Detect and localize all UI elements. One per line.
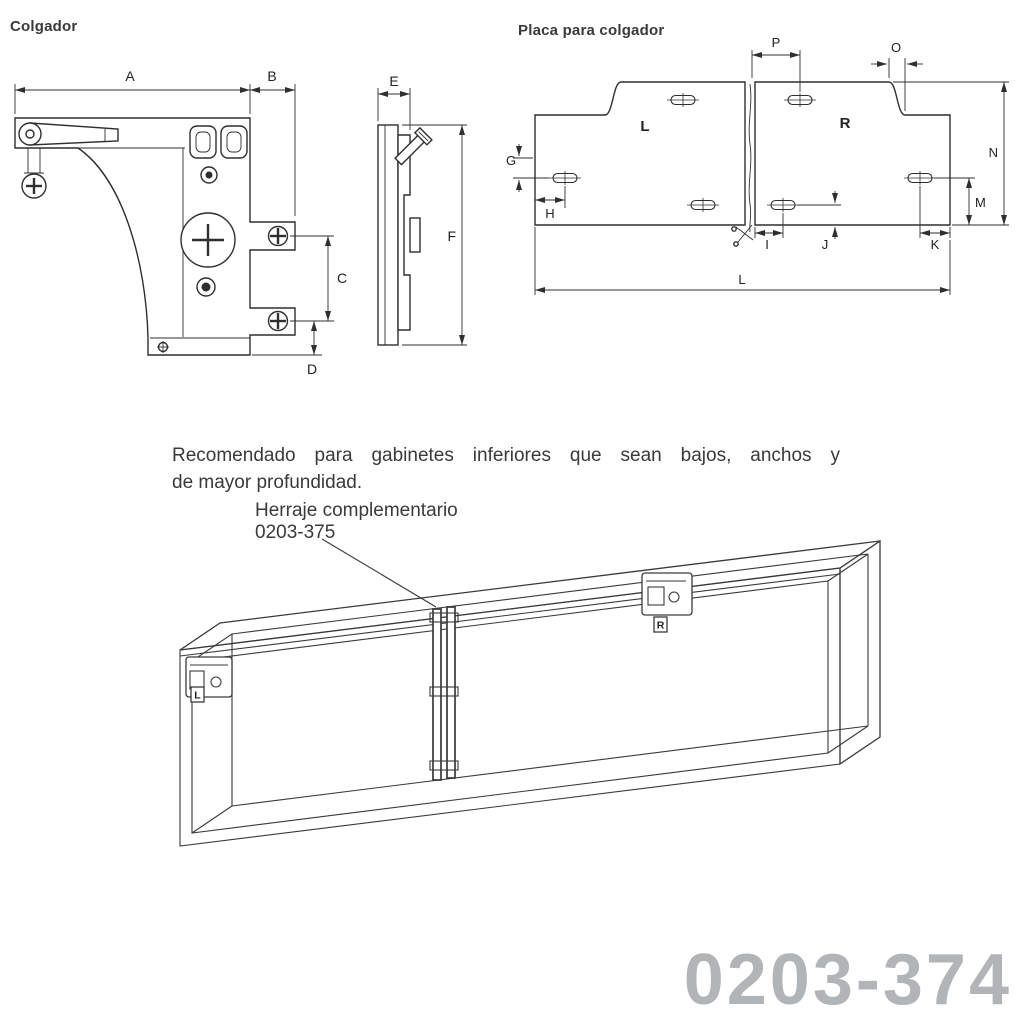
- dimension-a-b: A B: [14, 68, 296, 216]
- dim-label-b: B: [267, 68, 276, 84]
- cabinet-right-marking: R: [657, 620, 665, 632]
- dimension-c-d: C D: [252, 235, 347, 377]
- plate-drawing: L R P O N M: [506, 35, 1009, 295]
- plate-title: Placa para colgador: [518, 22, 665, 39]
- callout-hardware-name: Herraje complementario: [255, 500, 458, 521]
- callout-leader-line: [321, 538, 437, 608]
- dim-label-e: E: [389, 73, 398, 89]
- dim-label-a: A: [125, 68, 135, 84]
- recommendation-text: Recomendado para gabinetes inferiores qu…: [172, 442, 840, 496]
- hanger-left-installed: L: [185, 656, 233, 703]
- side-profile: [377, 124, 433, 346]
- front-screw-icon: [21, 173, 47, 199]
- plate-left-marking: L: [640, 118, 649, 135]
- hanger-title: Colgador: [10, 18, 78, 35]
- cam-adjuster-icon: [180, 212, 236, 268]
- plate-left: L: [534, 81, 746, 226]
- hanger-side-view-drawing: E F: [377, 73, 467, 346]
- dim-label-j: J: [822, 237, 829, 252]
- recommendation-line-1: Recomendado para gabinetes inferiores qu…: [172, 445, 840, 466]
- dim-label-n: N: [989, 145, 998, 160]
- dim-label-c: C: [337, 270, 347, 286]
- part-number: 0203-374: [683, 940, 1012, 1020]
- dim-label-p: P: [772, 35, 781, 50]
- hanger-right-installed: R: [641, 572, 693, 633]
- dim-label-l: L: [738, 272, 745, 287]
- dim-label-g: G: [506, 153, 516, 168]
- plate-right: R: [754, 81, 951, 226]
- dim-label-o: O: [891, 40, 901, 55]
- dim-label-m: M: [975, 195, 986, 210]
- recommendation-line-2: de mayor profundidad.: [172, 472, 363, 493]
- diagonal-screw-icon: [394, 126, 433, 166]
- cabinet-isometric-drawing: L R: [179, 538, 881, 847]
- hanger-body: [14, 117, 296, 356]
- plate-dimensions: P O N M G H I J: [506, 35, 1009, 295]
- tab-screw-icon: [267, 225, 289, 332]
- callout-part-number: 0203-375: [255, 522, 336, 543]
- dim-label-d: D: [307, 361, 317, 377]
- dim-label-i: I: [765, 237, 769, 252]
- cabinet-box: [179, 539, 881, 847]
- cabinet-left-marking: L: [194, 690, 201, 702]
- dim-label-k: K: [931, 237, 940, 252]
- dim-label-h: H: [545, 206, 554, 221]
- complementary-hardware-profile: [429, 606, 459, 781]
- scissors-icon: [731, 224, 754, 247]
- dim-label-f: F: [447, 228, 456, 244]
- hanger-front-view-drawing: A B C D: [14, 68, 347, 377]
- cut-line: [731, 83, 754, 247]
- plate-right-marking: R: [840, 115, 851, 132]
- dimension-e-f: E F: [377, 73, 467, 346]
